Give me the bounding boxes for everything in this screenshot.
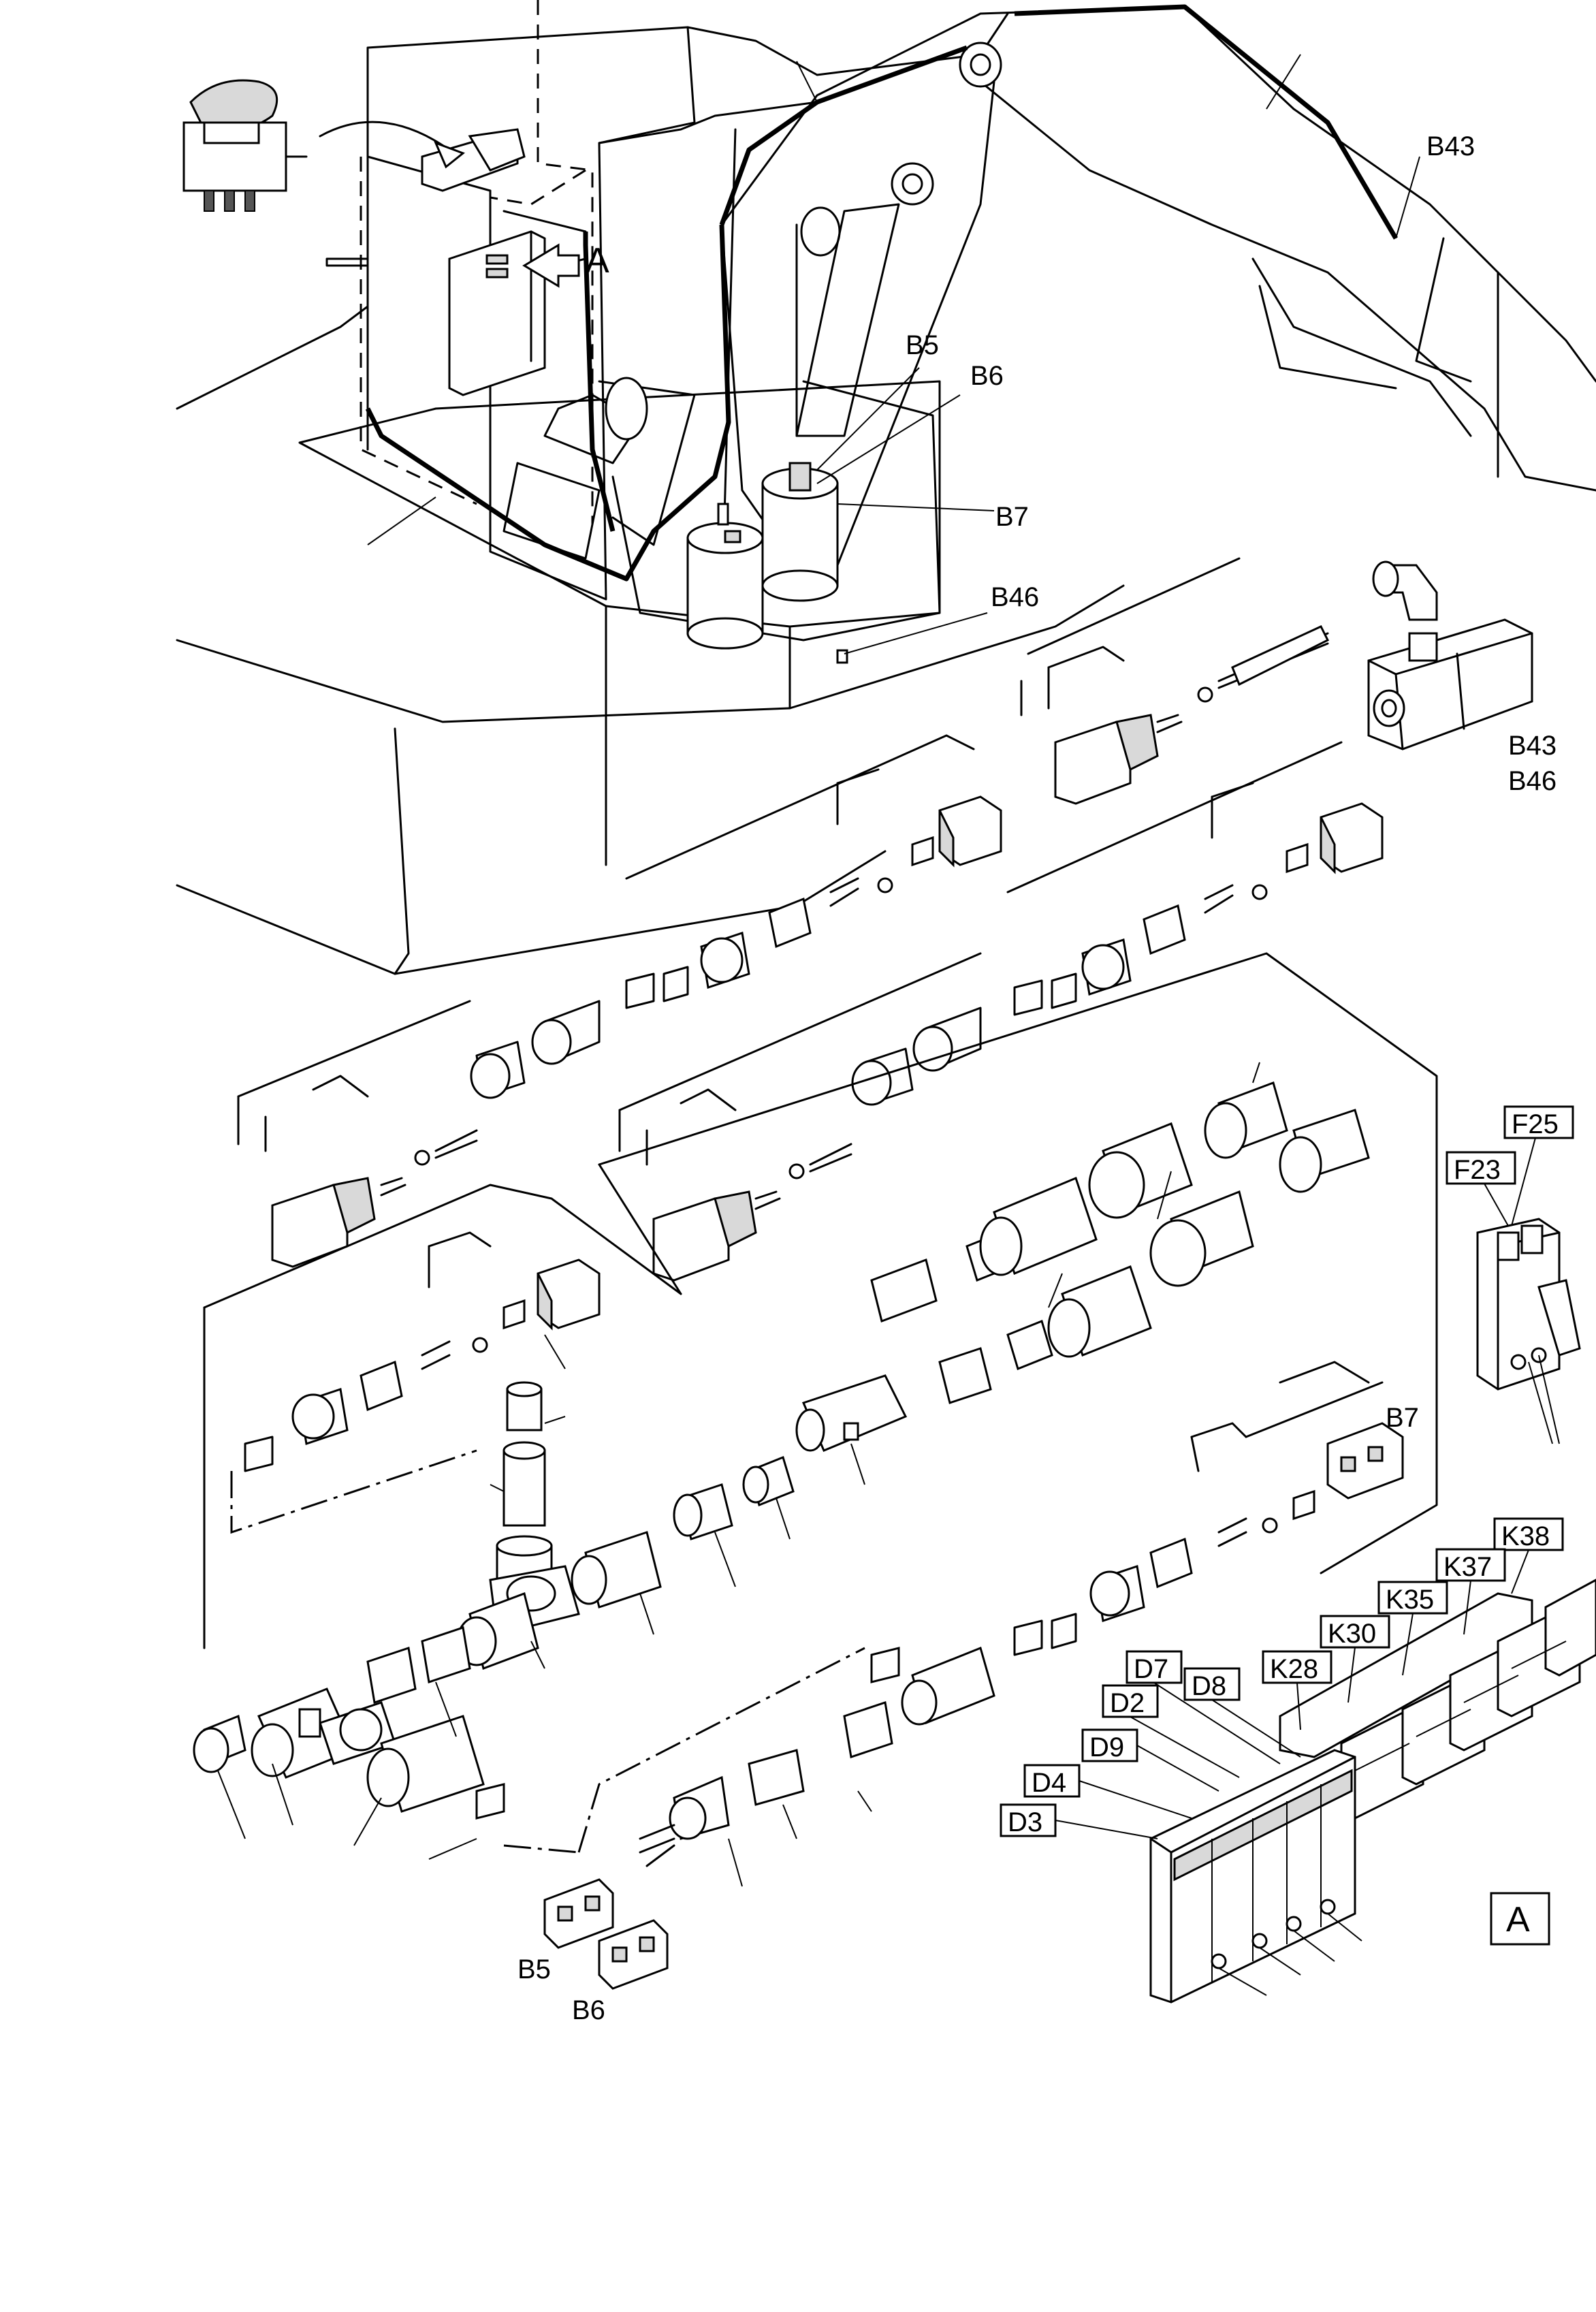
fuse-holder xyxy=(1476,1218,1581,1444)
tee-fitting xyxy=(456,1565,580,1670)
label-b5-top: B5 xyxy=(906,330,939,360)
label-b7-mid: B7 xyxy=(1386,1403,1419,1433)
connector-row-center xyxy=(618,952,982,1282)
connector-row-3 xyxy=(851,741,1384,1106)
relay-rail xyxy=(1149,1579,1596,2004)
fitting-stack-vertical xyxy=(496,1381,553,1581)
label-d3: D3 xyxy=(1008,1807,1042,1837)
connector-chain-bottom xyxy=(577,1646,995,1867)
subassembly-frame xyxy=(203,952,1438,1649)
plugs-b5-b6 xyxy=(543,1878,669,1990)
label-b6-bottom: B6 xyxy=(572,1995,605,2025)
connector-b7 xyxy=(1013,1361,1404,1656)
label-k37: K37 xyxy=(1443,1552,1492,1582)
relay-box-a xyxy=(448,230,546,396)
label-b46-side: B46 xyxy=(1508,766,1557,796)
view-a-frame xyxy=(1490,1892,1550,1946)
label-a-arrow: A xyxy=(586,241,609,281)
filter-canisters xyxy=(686,462,848,664)
leader-lines-top xyxy=(367,54,1420,654)
label-f23: F23 xyxy=(1454,1155,1501,1185)
relay-label-boxes xyxy=(1262,1517,1564,1730)
label-d7: D7 xyxy=(1134,1654,1168,1684)
label-k38: K38 xyxy=(1501,1521,1550,1551)
wiring-harness xyxy=(365,4,1399,582)
label-k35: K35 xyxy=(1386,1585,1434,1615)
label-b5-bottom: B5 xyxy=(517,1954,551,1984)
label-k28: K28 xyxy=(1270,1654,1318,1684)
label-b43-side: B43 xyxy=(1508,731,1557,761)
label-f25: F25 xyxy=(1512,1109,1559,1139)
arrow-a xyxy=(522,243,580,288)
label-a-box: A xyxy=(1506,1900,1530,1939)
fittings-bottom-left xyxy=(193,1626,579,1854)
leader-ticks xyxy=(217,1062,1260,1887)
rotary-switch xyxy=(182,79,465,212)
label-k30: K30 xyxy=(1328,1619,1376,1649)
label-d4: D4 xyxy=(1032,1768,1066,1798)
connector-row-2 xyxy=(470,734,1002,1099)
label-d8: D8 xyxy=(1192,1671,1226,1701)
label-b43-top: B43 xyxy=(1426,131,1475,161)
cylindrical-fittings-upper xyxy=(979,1081,1370,1358)
label-b46-top: B46 xyxy=(991,582,1039,612)
fittings-midline xyxy=(571,1231,1053,1609)
label-b7-top: B7 xyxy=(995,502,1029,532)
connector-group-left-lower xyxy=(230,1231,601,1534)
connector-row-1 xyxy=(1020,557,1330,805)
label-d2: D2 xyxy=(1110,1688,1145,1718)
connector-row-left xyxy=(237,1000,478,1268)
fuse-labels xyxy=(1446,1105,1574,1226)
label-b6-top: B6 xyxy=(970,361,1004,391)
solenoid-valve xyxy=(1367,560,1533,750)
module-label-boxes xyxy=(1000,1650,1301,1839)
label-d9: D9 xyxy=(1089,1732,1124,1762)
